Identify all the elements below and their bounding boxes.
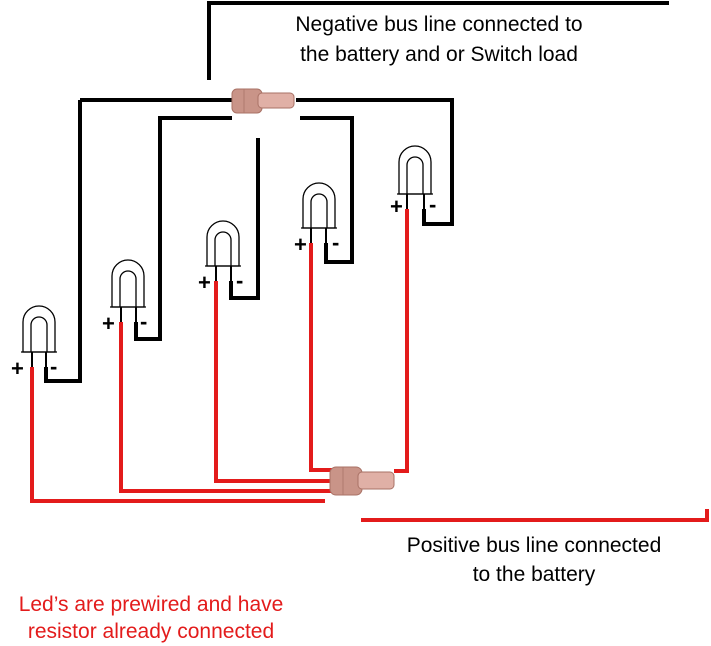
negative-wire-led-4	[300, 116, 354, 264]
led-2	[110, 259, 146, 322]
positive-wire-led-1	[30, 367, 325, 503]
led-2-plus-label: +	[102, 311, 115, 336]
positive-wire-led-5	[394, 209, 409, 473]
positive-bus-label-line-2: to the battery	[473, 563, 596, 586]
negative-bus-wiring	[44, 1, 669, 383]
led-3-plus-label: +	[198, 270, 211, 295]
negative-wire-led-2	[134, 116, 232, 341]
led-1-minus-label: -	[50, 354, 57, 379]
positive-wire-led-3	[214, 281, 335, 483]
led-1	[21, 305, 57, 367]
led-4	[301, 182, 337, 243]
led-4-plus-label: +	[294, 232, 307, 257]
positive-wire-led-4	[309, 243, 335, 472]
positive-bus-label-line-1: Positive bus line connected	[407, 534, 662, 557]
positive-bus-wiring	[30, 209, 709, 522]
led-5-plus-label: +	[390, 194, 403, 219]
positive-wire-led-2	[119, 322, 335, 493]
negative-bus-label-line-1: Negative bus line connected to	[295, 13, 582, 36]
negative-wire-led-1-drop	[44, 100, 82, 383]
led-1-plus-label: +	[11, 356, 24, 381]
led-5-minus-label: -	[429, 192, 436, 217]
positive-bus-connector	[329, 466, 395, 496]
prewired-note-line-1: Led’s are prewired and have	[19, 593, 284, 616]
led-4-minus-label: -	[332, 230, 339, 255]
led-5	[397, 145, 433, 209]
negative-wire-led-3	[229, 138, 260, 300]
led-2-minus-label: -	[140, 309, 147, 334]
prewired-note-line-2: resistor already connected	[28, 620, 274, 643]
led-3	[205, 220, 241, 281]
negative-bus-connector	[231, 88, 295, 114]
positive-bus-main-line	[361, 509, 709, 522]
led-3-minus-label: -	[236, 268, 243, 293]
negative-bus-label-line-2: the battery and or Switch load	[300, 43, 578, 66]
negative-bus-main-line	[207, 1, 669, 80]
negative-wire-led-5	[296, 98, 454, 226]
